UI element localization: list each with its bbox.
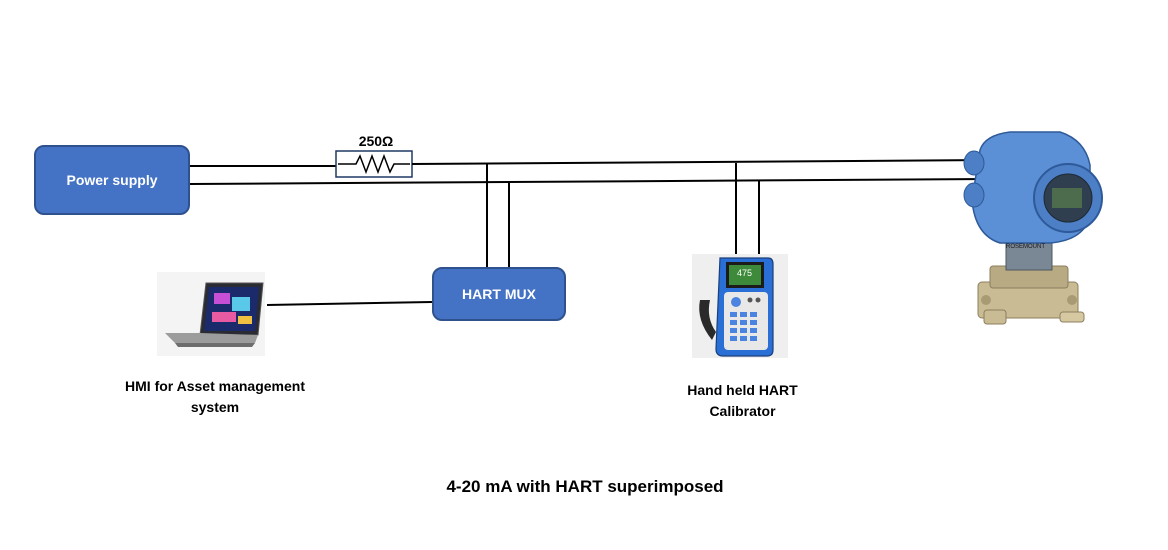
resistor-label: 250Ω <box>358 133 394 149</box>
hart-mux-label: HART MUX <box>462 286 536 302</box>
hart-mux-box: HART MUX <box>432 267 566 321</box>
resistor-zigzag <box>338 153 410 175</box>
transmitter-brand-text: ROSEMOUNT <box>1006 244 1045 250</box>
diagram-caption: 4-20 mA with HART superimposed <box>446 477 724 496</box>
mux-to-hmi-wire <box>266 301 433 306</box>
pressure-transmitter-icon: ROSEMOUNT <box>963 131 1103 325</box>
hmi-label: HMI for Asset management system <box>125 378 305 415</box>
calibrator-device-icon: 475 <box>692 254 788 358</box>
top-loop-wire-right <box>411 159 991 165</box>
calibrator-label: Hand held HART Calibrator <box>687 382 798 419</box>
bottom-loop-wire <box>189 178 991 185</box>
power-supply-label: Power supply <box>66 172 158 188</box>
power-supply-box: Power supply <box>34 145 190 215</box>
laptop-icon <box>157 272 265 356</box>
calibrator-screen-text: 475 <box>737 268 752 278</box>
